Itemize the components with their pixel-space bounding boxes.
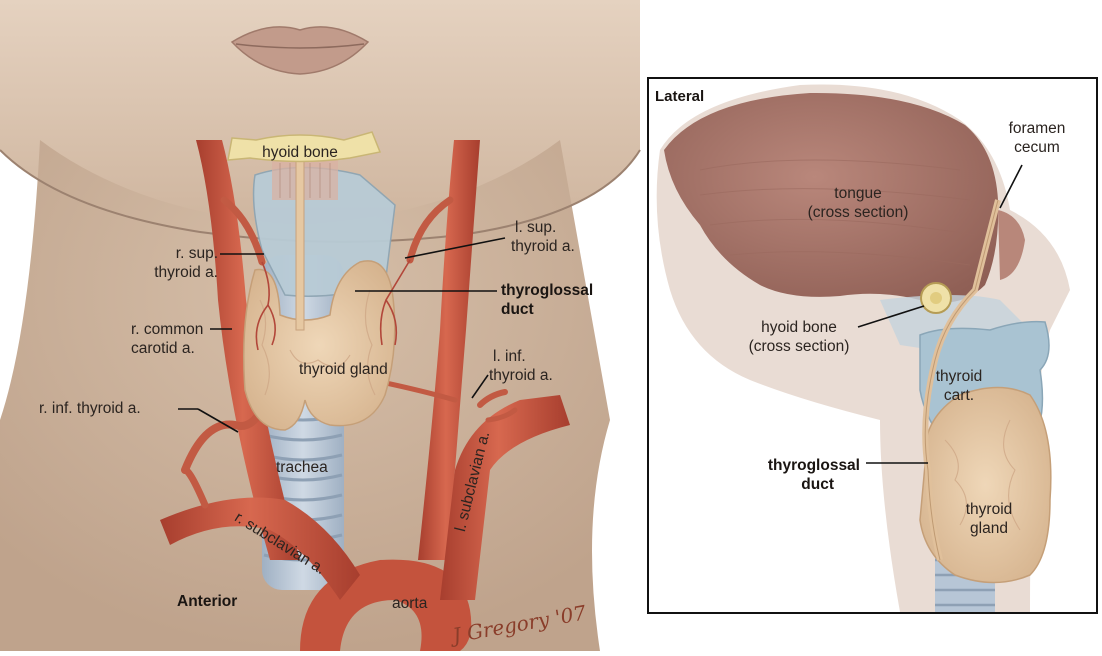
thyroglossal-duct-anterior xyxy=(296,160,304,330)
label-tongue: tongue (cross section) xyxy=(791,184,925,222)
label-r-inf-thyroid-a: r. inf. thyroid a. xyxy=(39,399,141,418)
label-trachea: trachea xyxy=(276,458,328,477)
label-foramen-cecum: foramen cecum xyxy=(1002,119,1072,157)
label-r-common-carotid-a: r. common carotid a. xyxy=(131,320,203,358)
label-thyroglossal-duct-lateral: thyroglossal duct xyxy=(720,456,860,494)
anterior-view xyxy=(0,0,640,651)
label-l-sup-thyroid-a: l. sup. thyroid a. xyxy=(511,218,575,256)
label-aorta: aorta xyxy=(392,594,427,613)
label-l-inf-thyroid-a: l. inf. thyroid a. xyxy=(489,347,553,385)
thyrohyoid-membrane xyxy=(272,160,338,200)
label-thyroid-gland-lateral: thyroid gland xyxy=(961,500,1017,538)
view-label-lateral: Lateral xyxy=(655,87,704,106)
lateral-panel-frame xyxy=(647,77,1098,614)
label-thyroid-gland-anterior: thyroid gland xyxy=(299,360,388,379)
label-thyroid-cart: thyroid cart. xyxy=(930,367,988,405)
view-label-anterior: Anterior xyxy=(177,592,237,611)
label-r-sup-thyroid-a: r. sup. thyroid a. xyxy=(108,244,218,282)
label-thyroglossal-duct-anterior: thyroglossal duct xyxy=(501,281,593,319)
label-hyoid-bone-lateral: hyoid bone (cross section) xyxy=(739,318,859,356)
